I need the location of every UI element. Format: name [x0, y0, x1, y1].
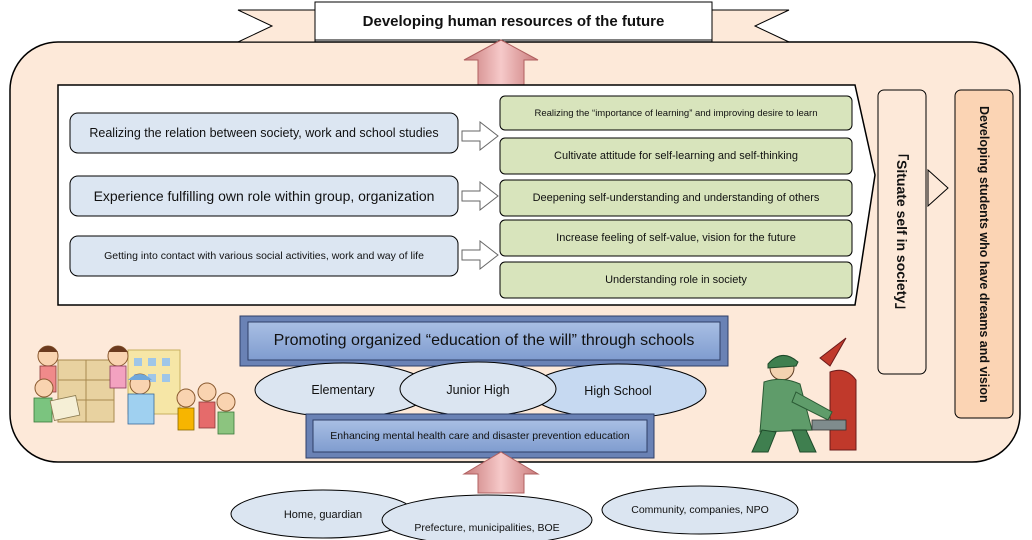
experience-box-1: [69, 112, 459, 154]
community-label: Community, companies, NPO: [631, 504, 769, 516]
mental-health-bar-inner: [312, 419, 648, 453]
outcome-label-2: Cultivate attitude for self-learning and…: [554, 150, 798, 162]
experience-box-2: [69, 175, 459, 217]
right-chevron-arrow: [927, 168, 949, 208]
bottom-up-arrow: [462, 451, 540, 494]
outcome-label-1: Realizing the “importance of learning” a…: [534, 107, 818, 119]
banner-title: Developing human resources of the future: [362, 12, 665, 30]
outcome-box-1: [499, 95, 853, 131]
prefecture-label: Prefecture, municipalities, BOE: [414, 522, 560, 534]
mechanic-illustration: [751, 337, 857, 453]
small-arrow-2: [461, 180, 499, 212]
education-will-bar-inner: [247, 321, 721, 361]
prefecture-oval: [381, 494, 593, 540]
experience-label-1: Realizing the relation between society, …: [89, 126, 439, 140]
outcome-label-3: Deepening self-understanding and underst…: [532, 192, 820, 204]
outcome-box-2: [499, 137, 853, 175]
experience-box-3: [69, 235, 459, 277]
situate-self-box: [877, 89, 927, 375]
elementary-label: Elementary: [311, 383, 375, 397]
experience-label-3: Getting into contact with various social…: [104, 250, 424, 262]
experience-label-2: Experience fulfilling own role within gr…: [93, 188, 435, 204]
small-arrow-1: [461, 120, 499, 152]
outcome-box-3: [499, 179, 853, 217]
situate-self-label: 「Situate self in society」: [894, 146, 910, 318]
outcome-label-5: Understanding role in society: [605, 274, 747, 286]
banner-ribbon-left: [237, 9, 316, 43]
banner-box: [314, 1, 713, 41]
dreams-label: Developing students who have dreams and …: [977, 105, 991, 403]
dreams-box: [954, 89, 1014, 419]
small-arrow-3: [461, 239, 499, 271]
outcome-box-4: [499, 219, 853, 257]
mental-health-label: Enhancing mental health care and disaste…: [330, 430, 630, 442]
home-guardian-label: Home, guardian: [283, 509, 363, 521]
junior-high-label: Junior High: [446, 383, 510, 397]
high-school-label: High School: [584, 384, 652, 398]
community-oval: [601, 485, 799, 535]
banner-ribbon-right: [711, 9, 790, 43]
education-will-label: Promoting organized “education of the wi…: [273, 332, 695, 349]
outcome-box-5: [499, 261, 853, 299]
outcome-label-4: Increase feeling of self-value, vision f…: [556, 232, 796, 244]
school-children-illustration: [33, 345, 236, 435]
